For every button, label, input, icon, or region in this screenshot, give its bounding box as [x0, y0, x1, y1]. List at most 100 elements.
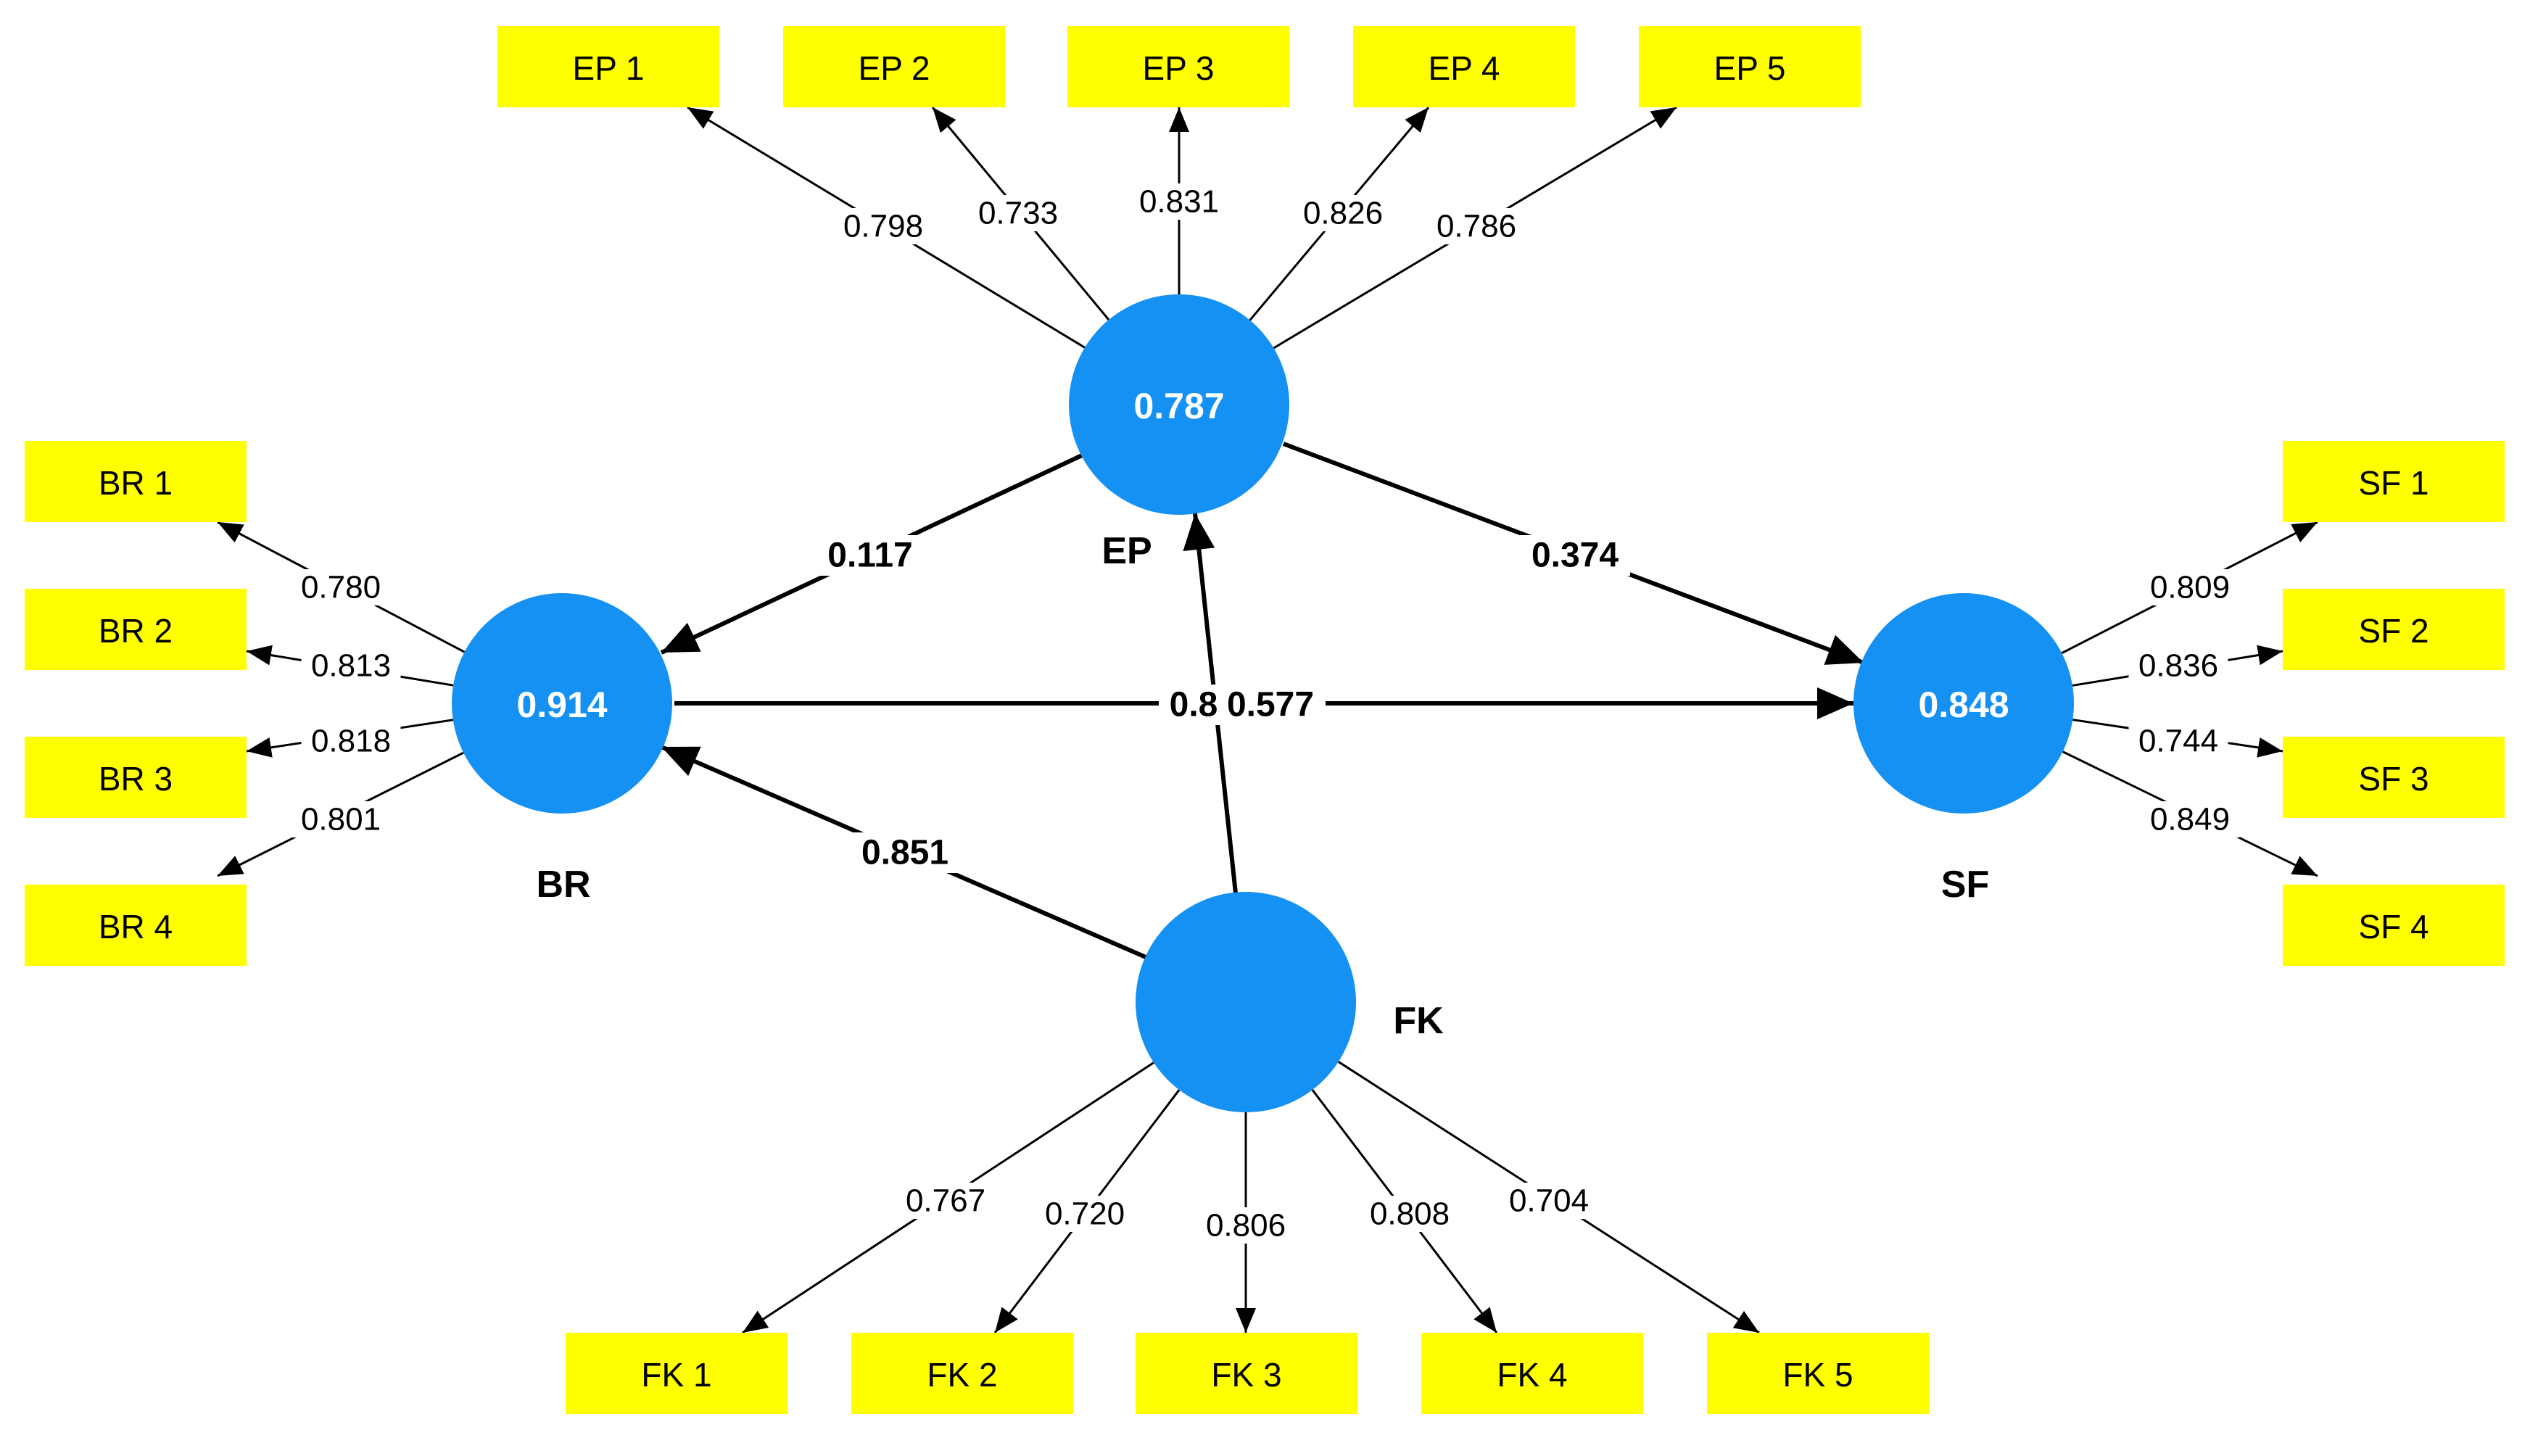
- path-arrowhead-br-sf: [1817, 687, 1853, 719]
- indicator-fk2-box[interactable]: [851, 1333, 1073, 1414]
- loading-arrowhead-fk2: [995, 1307, 1018, 1333]
- indicator-br2-box[interactable]: [25, 589, 247, 670]
- loading-arrowhead-sf1: [2291, 522, 2318, 542]
- indicator-sf4-box[interactable]: [2283, 885, 2505, 966]
- loading-arrowhead-ep5: [1650, 107, 1677, 129]
- indicator-ep1-box[interactable]: [497, 26, 719, 107]
- indicator-fk1-label: FK 1: [641, 1356, 711, 1394]
- indicator-sf2-box[interactable]: [2283, 589, 2505, 670]
- loading-arrowhead-sf2: [2257, 645, 2283, 666]
- indicator-br4-label: BR 4: [99, 908, 173, 946]
- loading-value-br4: 0.801: [301, 802, 381, 837]
- indicator-ep2-label: EP 2: [859, 49, 930, 87]
- indicator-br3-label: BR 3: [99, 760, 173, 798]
- indicator-sf4-label: SF 4: [2358, 908, 2429, 946]
- indicator-fk3-label: FK 3: [1211, 1356, 1281, 1394]
- loading-value-ep4: 0.826: [1303, 196, 1383, 231]
- loading-value-sf1: 0.809: [2150, 570, 2230, 605]
- path-coefficient-ep-br-bg: [815, 535, 925, 576]
- indicator-ep3-label: EP 3: [1143, 49, 1215, 87]
- loading-value-ep3-bg: [1129, 183, 1229, 220]
- indicator-ep5-box[interactable]: [1639, 26, 1861, 107]
- loading-arrowhead-fk1: [743, 1310, 769, 1333]
- path-coefficient-fk-br: 0.851: [861, 834, 948, 872]
- loading-value-ep1-group: 0.798: [833, 208, 933, 244]
- loading-value-fk3: 0.806: [1206, 1208, 1286, 1244]
- construct-br-name: BR: [536, 864, 590, 906]
- path-coefficient-ep-sf-group: 0.374: [1520, 535, 1630, 576]
- path-coefficient-fk-ep: 0.8: [1170, 686, 1218, 724]
- construct-ep-circle[interactable]: [1069, 294, 1289, 515]
- loading-value-fk3-group: 0.806: [1196, 1207, 1296, 1244]
- loading-value-fk3-bg: [1196, 1207, 1296, 1244]
- indicator-sf3-box[interactable]: [2283, 737, 2505, 818]
- loading-value-ep1: 0.798: [843, 209, 923, 244]
- loading-value-sf1-group: 0.809: [2140, 569, 2240, 605]
- loading-arrowhead-sf4: [2291, 856, 2318, 876]
- loading-value-fk5-bg: [1499, 1183, 1599, 1219]
- loading-value-br1-bg: [291, 569, 391, 605]
- loading-value-fk4-group: 0.808: [1360, 1196, 1460, 1232]
- indicator-br1-label: BR 1: [99, 464, 173, 502]
- construct-sf-name: SF: [1941, 864, 1989, 906]
- loading-value-ep2-group: 0.733: [968, 195, 1068, 231]
- path-coefficient-br-sf-group: 0.577: [1215, 684, 1326, 725]
- loading-value-fk5-group: 0.704: [1499, 1183, 1599, 1219]
- loading-value-ep5-group: 0.786: [1426, 208, 1526, 244]
- loading-value-ep2: 0.733: [978, 196, 1058, 231]
- loading-arrowhead-sf3: [2257, 737, 2283, 758]
- loading-value-sf4: 0.849: [2150, 802, 2230, 837]
- indicator-ep2-box[interactable]: [783, 26, 1005, 107]
- loading-arrowhead-fk5: [1732, 1310, 1759, 1333]
- loading-value-fk1-group: 0.767: [896, 1183, 996, 1219]
- path-coefficient-br-sf: 0.577: [1227, 686, 1314, 724]
- loading-arrowhead-ep4: [1405, 107, 1429, 133]
- loading-value-sf4-bg: [2140, 801, 2240, 837]
- path-arrowhead-fk-br: [661, 746, 701, 777]
- indicator-sf1-label: SF 1: [2358, 464, 2429, 502]
- construct-br-circle[interactable]: [452, 593, 672, 814]
- loading-value-ep2-bg: [968, 195, 1068, 231]
- loading-value-br4-bg: [291, 801, 391, 837]
- indicator-ep3-box[interactable]: [1067, 26, 1289, 107]
- loading-value-fk2-bg: [1035, 1196, 1135, 1232]
- indicator-fk4-label: FK 4: [1497, 1356, 1567, 1394]
- indicator-br1-box[interactable]: [25, 441, 247, 522]
- indicator-br3-box[interactable]: [25, 737, 247, 818]
- loading-arrowhead-fk4: [1473, 1307, 1497, 1333]
- loading-arrowhead-fk3: [1236, 1308, 1256, 1333]
- loading-value-sf3: 0.744: [2138, 724, 2218, 759]
- indicator-ep4-box[interactable]: [1353, 26, 1575, 107]
- path-coefficient-fk-br-bg: [850, 832, 960, 873]
- loading-value-fk4: 0.808: [1370, 1196, 1450, 1232]
- loading-value-fk1-bg: [896, 1183, 996, 1219]
- construct-sf-circle[interactable]: [1853, 593, 2074, 814]
- indicator-ep4-label: EP 4: [1429, 49, 1500, 87]
- indicator-ep1-label: EP 1: [573, 49, 645, 87]
- loading-value-ep1-bg: [833, 208, 933, 244]
- indicator-br4-box[interactable]: [25, 885, 247, 966]
- indicator-fk1-box[interactable]: [566, 1333, 788, 1414]
- loading-arrowhead-br2: [247, 645, 273, 666]
- loading-value-br4-group: 0.801: [291, 801, 391, 837]
- construct-ep-name: EP: [1101, 530, 1152, 572]
- loading-arrowhead-br3: [247, 737, 273, 758]
- loading-value-fk2: 0.720: [1045, 1196, 1125, 1232]
- indicator-sf1-box[interactable]: [2283, 441, 2505, 522]
- path-coefficient-fk-br-group: 0.851: [850, 832, 960, 873]
- loading-value-ep5-bg: [1426, 208, 1526, 244]
- construct-fk-circle[interactable]: [1136, 892, 1356, 1112]
- indicator-fk5-box[interactable]: [1707, 1333, 1929, 1414]
- loading-value-ep3: 0.831: [1139, 184, 1219, 220]
- indicator-fk4-box[interactable]: [1421, 1333, 1643, 1414]
- loading-value-sf3-bg: [2128, 723, 2228, 759]
- loading-value-br1-group: 0.780: [291, 569, 391, 605]
- loading-value-sf2-group: 0.836: [2128, 648, 2228, 684]
- construct-sf-value: 0.848: [1918, 684, 2009, 725]
- path-arrowhead-ep-br: [661, 622, 701, 653]
- loading-arrowhead-ep1: [687, 107, 714, 129]
- construct-fk-name: FK: [1393, 1000, 1444, 1042]
- construct-ep-value: 0.787: [1133, 386, 1224, 426]
- loading-value-fk2-group: 0.720: [1035, 1196, 1135, 1232]
- indicator-fk3-box[interactable]: [1136, 1333, 1357, 1414]
